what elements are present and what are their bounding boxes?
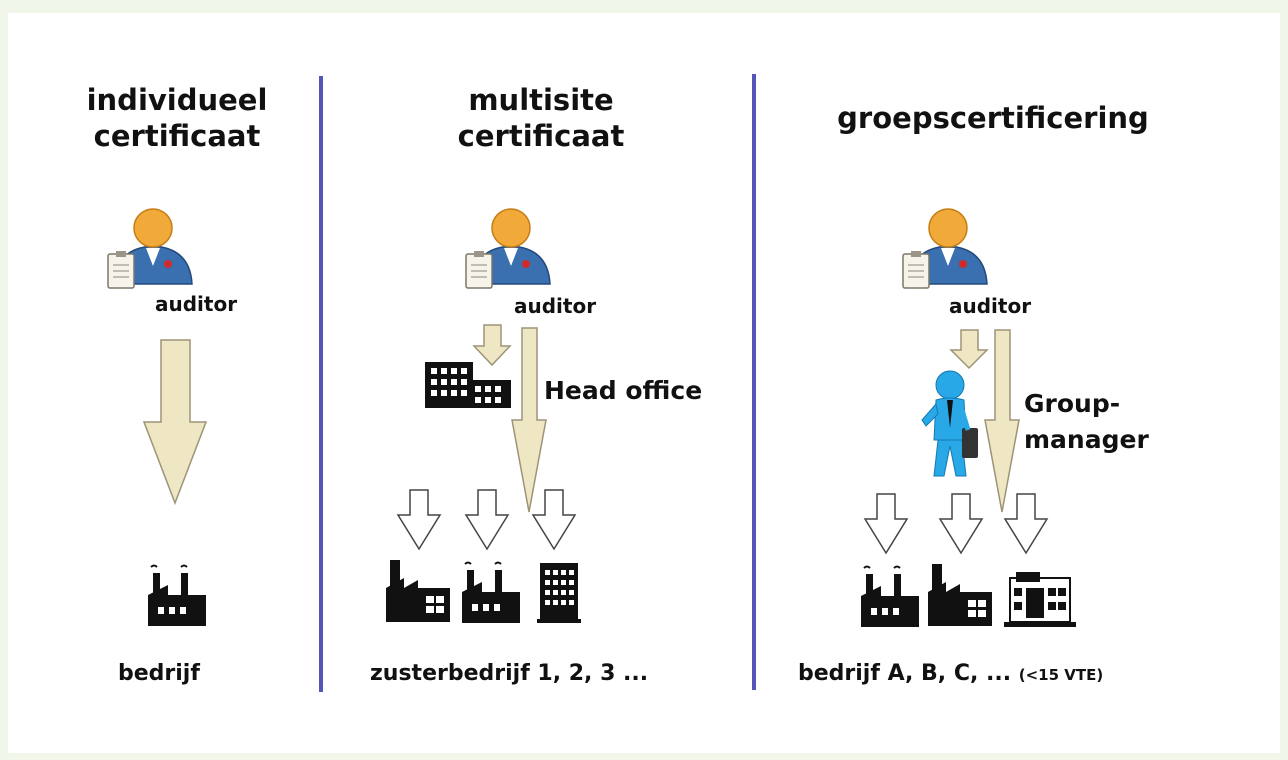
bottom-label: bedrijf xyxy=(118,661,200,686)
outline-arrow xyxy=(531,489,577,551)
factory-icon xyxy=(860,565,920,628)
shop-building-icon xyxy=(1004,572,1076,627)
down-arrow-long xyxy=(984,329,1020,513)
column-title: multisite certificaat xyxy=(436,82,646,154)
factory-icon xyxy=(386,560,450,622)
head-office-icon xyxy=(425,362,511,408)
title-line: certificaat xyxy=(93,119,261,153)
group-manager-label: Group- manager xyxy=(1024,386,1149,458)
bottom-label: bedrijf A, B, C, ... (<15 VTE) xyxy=(798,661,1103,686)
outline-arrow xyxy=(464,489,510,551)
bottom-label: zusterbedrijf 1, 2, 3 ... xyxy=(370,661,649,686)
outline-arrow xyxy=(396,489,442,551)
auditor-label: auditor xyxy=(514,294,597,318)
auditor-icon xyxy=(465,208,551,289)
factory-icon xyxy=(461,561,521,624)
bottom-label-text: bedrijf A, B, C, ... xyxy=(798,661,1012,686)
title-line: groepscertificering xyxy=(837,101,1149,135)
down-arrow-long xyxy=(511,327,547,513)
bottom-note: (<15 VTE) xyxy=(1018,666,1104,684)
auditor-label: auditor xyxy=(155,292,238,316)
factory-icon xyxy=(928,564,992,626)
label-line: manager xyxy=(1024,425,1149,454)
down-arrow-large xyxy=(142,339,208,506)
title-line: multisite xyxy=(468,83,614,117)
outline-arrow xyxy=(1003,493,1049,555)
auditor-label: auditor xyxy=(949,294,1032,318)
group-manager-icon xyxy=(921,370,978,477)
outline-arrow xyxy=(938,493,984,555)
auditor-icon xyxy=(902,208,988,289)
title-line: individueel xyxy=(86,83,268,117)
column-title: individueel certificaat xyxy=(72,82,282,154)
auditor-icon xyxy=(107,208,193,289)
head-office-label: Head office xyxy=(544,376,703,405)
diagram-panel xyxy=(8,13,1280,753)
office-building-icon xyxy=(537,563,581,623)
outline-arrow xyxy=(863,493,909,555)
label-line: Group- xyxy=(1024,389,1121,418)
column-title: groepscertificering xyxy=(808,100,1178,136)
title-line: certificaat xyxy=(457,119,625,153)
factory-icon xyxy=(147,564,207,627)
down-arrow-small xyxy=(472,324,512,367)
down-arrow-small xyxy=(949,329,989,370)
